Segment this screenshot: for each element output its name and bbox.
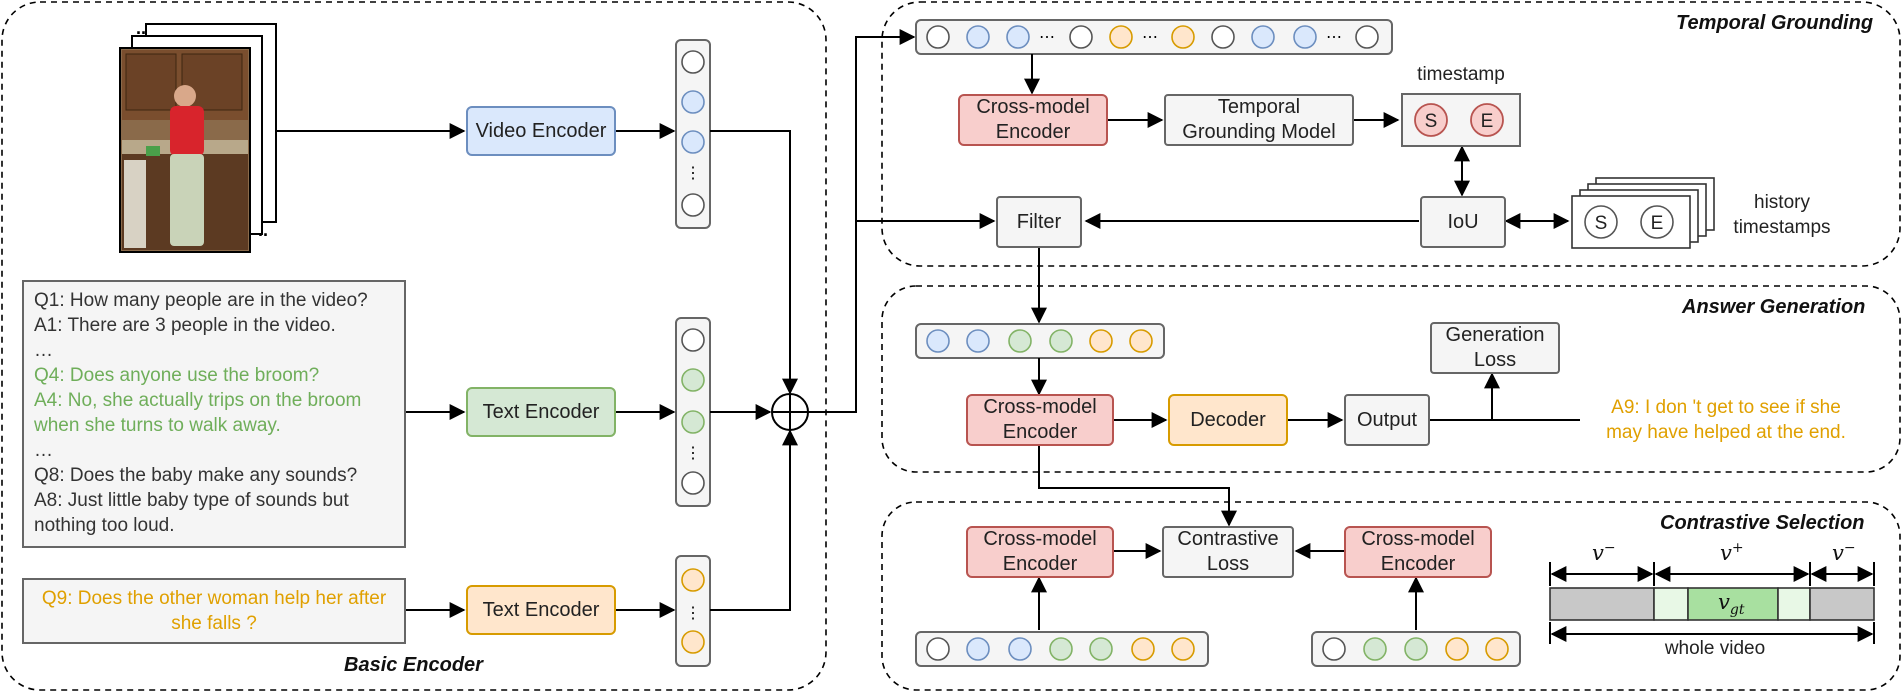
temporal-grounding-title: Temporal Grounding bbox=[1676, 12, 1874, 34]
dialog-feature-column: ⋮ bbox=[675, 317, 711, 507]
contrastive-right-encoder: Cross-model Encoder bbox=[1344, 526, 1492, 578]
decoder-box: Decoder bbox=[1168, 394, 1288, 446]
v-minus-left-label: v− bbox=[1592, 540, 1616, 565]
v-minus-right-label: v− bbox=[1832, 540, 1856, 565]
svg-text:⋮: ⋮ bbox=[685, 445, 701, 462]
current-question-panel: Q9: Does the other woman help her after … bbox=[22, 578, 406, 644]
label-line: timestamps bbox=[1733, 217, 1831, 238]
v-symbol: v bbox=[1592, 541, 1604, 565]
grounding-cross-model-encoder: Cross-model Encoder bbox=[958, 94, 1108, 146]
answer-line: may have helped at the end. bbox=[1606, 422, 1846, 443]
contrastive-selection-frame bbox=[881, 501, 1901, 691]
temporal-grounding-frame bbox=[881, 1, 1901, 267]
box-line: Encoder bbox=[1002, 553, 1078, 575]
iou-box: IoU bbox=[1420, 196, 1506, 248]
box-line: Encoder bbox=[995, 121, 1071, 143]
dialog-line: nothing too loud. bbox=[34, 515, 175, 536]
dialog-line: Q8: Does the baby make any sounds? bbox=[34, 465, 358, 486]
frames-dots-bottom: .. bbox=[258, 220, 268, 240]
contrastive-selection-title: Contrastive Selection bbox=[1660, 512, 1865, 534]
timestamp-box bbox=[1401, 93, 1521, 147]
v-sup: − bbox=[1843, 540, 1856, 556]
timestamp-start: S bbox=[1425, 111, 1438, 132]
temporal-grounding-model: Temporal Grounding Model bbox=[1164, 94, 1354, 146]
generation-cross-model-encoder: Cross-model Encoder bbox=[966, 394, 1114, 446]
v-symbol: v bbox=[1720, 541, 1732, 565]
video-encoder: Video Encoder bbox=[466, 106, 616, 156]
contrastive-token-row-left bbox=[915, 631, 1209, 667]
dialog-line: … bbox=[34, 340, 53, 361]
frames-dots-top: .. bbox=[136, 18, 146, 38]
text-encoder-question: Text Encoder bbox=[466, 585, 616, 635]
v-sub: gt bbox=[1729, 602, 1745, 619]
question-line: she falls ? bbox=[171, 613, 257, 634]
v-sup: − bbox=[1603, 540, 1616, 556]
history-end: E bbox=[1651, 213, 1664, 234]
box-line: Cross-model bbox=[976, 96, 1090, 118]
contrastive-left-encoder: Cross-model Encoder bbox=[966, 526, 1114, 578]
dialog-line: A8: Just little baby type of sounds but bbox=[34, 490, 349, 511]
dialog-history-panel: Q1: How many people are in the video? A1… bbox=[22, 280, 406, 548]
timestamp-label: timestamp bbox=[1417, 64, 1505, 85]
history-timestamps-stack bbox=[1571, 177, 1715, 249]
history-timestamps-label: history timestamps bbox=[1722, 190, 1842, 240]
contrastive-token-row-right bbox=[1311, 631, 1521, 667]
generation-loss-box: Generation Loss bbox=[1430, 322, 1560, 374]
video-feature-column: ⋮ bbox=[675, 39, 711, 229]
label-line: history bbox=[1754, 192, 1810, 213]
svg-text:⋮: ⋮ bbox=[685, 605, 701, 622]
contrastive-loss-box: Contrastive Loss bbox=[1162, 526, 1294, 578]
v-sup: + bbox=[1731, 540, 1744, 556]
box-line: Generation bbox=[1445, 324, 1545, 346]
whole-video-bar bbox=[1549, 587, 1875, 621]
answer-generation-frame bbox=[881, 285, 1901, 473]
answer-line: A9: I don 't get to see if she bbox=[1611, 397, 1841, 418]
box-line: Loss bbox=[1206, 553, 1250, 575]
box-line: Temporal bbox=[1217, 96, 1301, 118]
video-frames-image bbox=[119, 23, 277, 253]
box-line: Cross-model bbox=[983, 396, 1097, 418]
answer-generation-title: Answer Generation bbox=[1682, 296, 1866, 318]
svg-text:⋯: ⋯ bbox=[1039, 29, 1055, 46]
v-symbol: v bbox=[1718, 590, 1730, 614]
box-line: Loss bbox=[1473, 349, 1517, 371]
generated-answer: A9: I don 't get to see if she may have … bbox=[1584, 395, 1868, 445]
generation-token-row bbox=[915, 323, 1165, 359]
box-line: Cross-model bbox=[1361, 528, 1475, 550]
whole-video-label: whole video bbox=[1664, 638, 1766, 659]
svg-text:⋮: ⋮ bbox=[685, 165, 701, 182]
history-start: S bbox=[1595, 213, 1608, 234]
text-encoder-dialog: Text Encoder bbox=[466, 387, 616, 437]
question-feature-column: ⋮ bbox=[675, 555, 711, 667]
dialog-line: Q1: How many people are in the video? bbox=[34, 290, 368, 311]
filter-box: Filter bbox=[996, 196, 1082, 248]
v-symbol: v bbox=[1832, 541, 1844, 565]
timestamp-end: E bbox=[1481, 111, 1494, 132]
v-plus-label: v+ bbox=[1720, 540, 1744, 565]
v-range-arrows bbox=[1549, 562, 1875, 644]
basic-encoder-title: Basic Encoder bbox=[344, 654, 483, 676]
question-line: Q9: Does the other woman help her after bbox=[41, 588, 387, 609]
box-line: Grounding Model bbox=[1182, 121, 1336, 143]
box-line: Cross-model bbox=[983, 528, 1097, 550]
dialog-line-highlight: Q4: Does anyone use the broom? bbox=[34, 365, 320, 386]
box-line: Contrastive bbox=[1177, 528, 1279, 550]
svg-text:⋯: ⋯ bbox=[1142, 29, 1158, 46]
grounding-token-row: ⋯ ⋯ ⋯ bbox=[915, 19, 1393, 55]
output-box: Output bbox=[1344, 394, 1430, 446]
box-line: Encoder bbox=[1002, 421, 1078, 443]
basic-encoder-frame bbox=[1, 1, 827, 691]
dialog-line: … bbox=[34, 440, 53, 461]
dialog-line-highlight: when she turns to walk away. bbox=[34, 415, 281, 436]
box-line: Encoder bbox=[1380, 553, 1456, 575]
svg-text:⋯: ⋯ bbox=[1326, 29, 1342, 46]
fusion-sum-icon bbox=[771, 393, 809, 431]
dialog-line: A1: There are 3 people in the video. bbox=[34, 315, 336, 336]
v-gt-label: vgt bbox=[1718, 590, 1744, 618]
dialog-line-highlight: A4: No, she actually trips on the broom bbox=[34, 390, 362, 411]
